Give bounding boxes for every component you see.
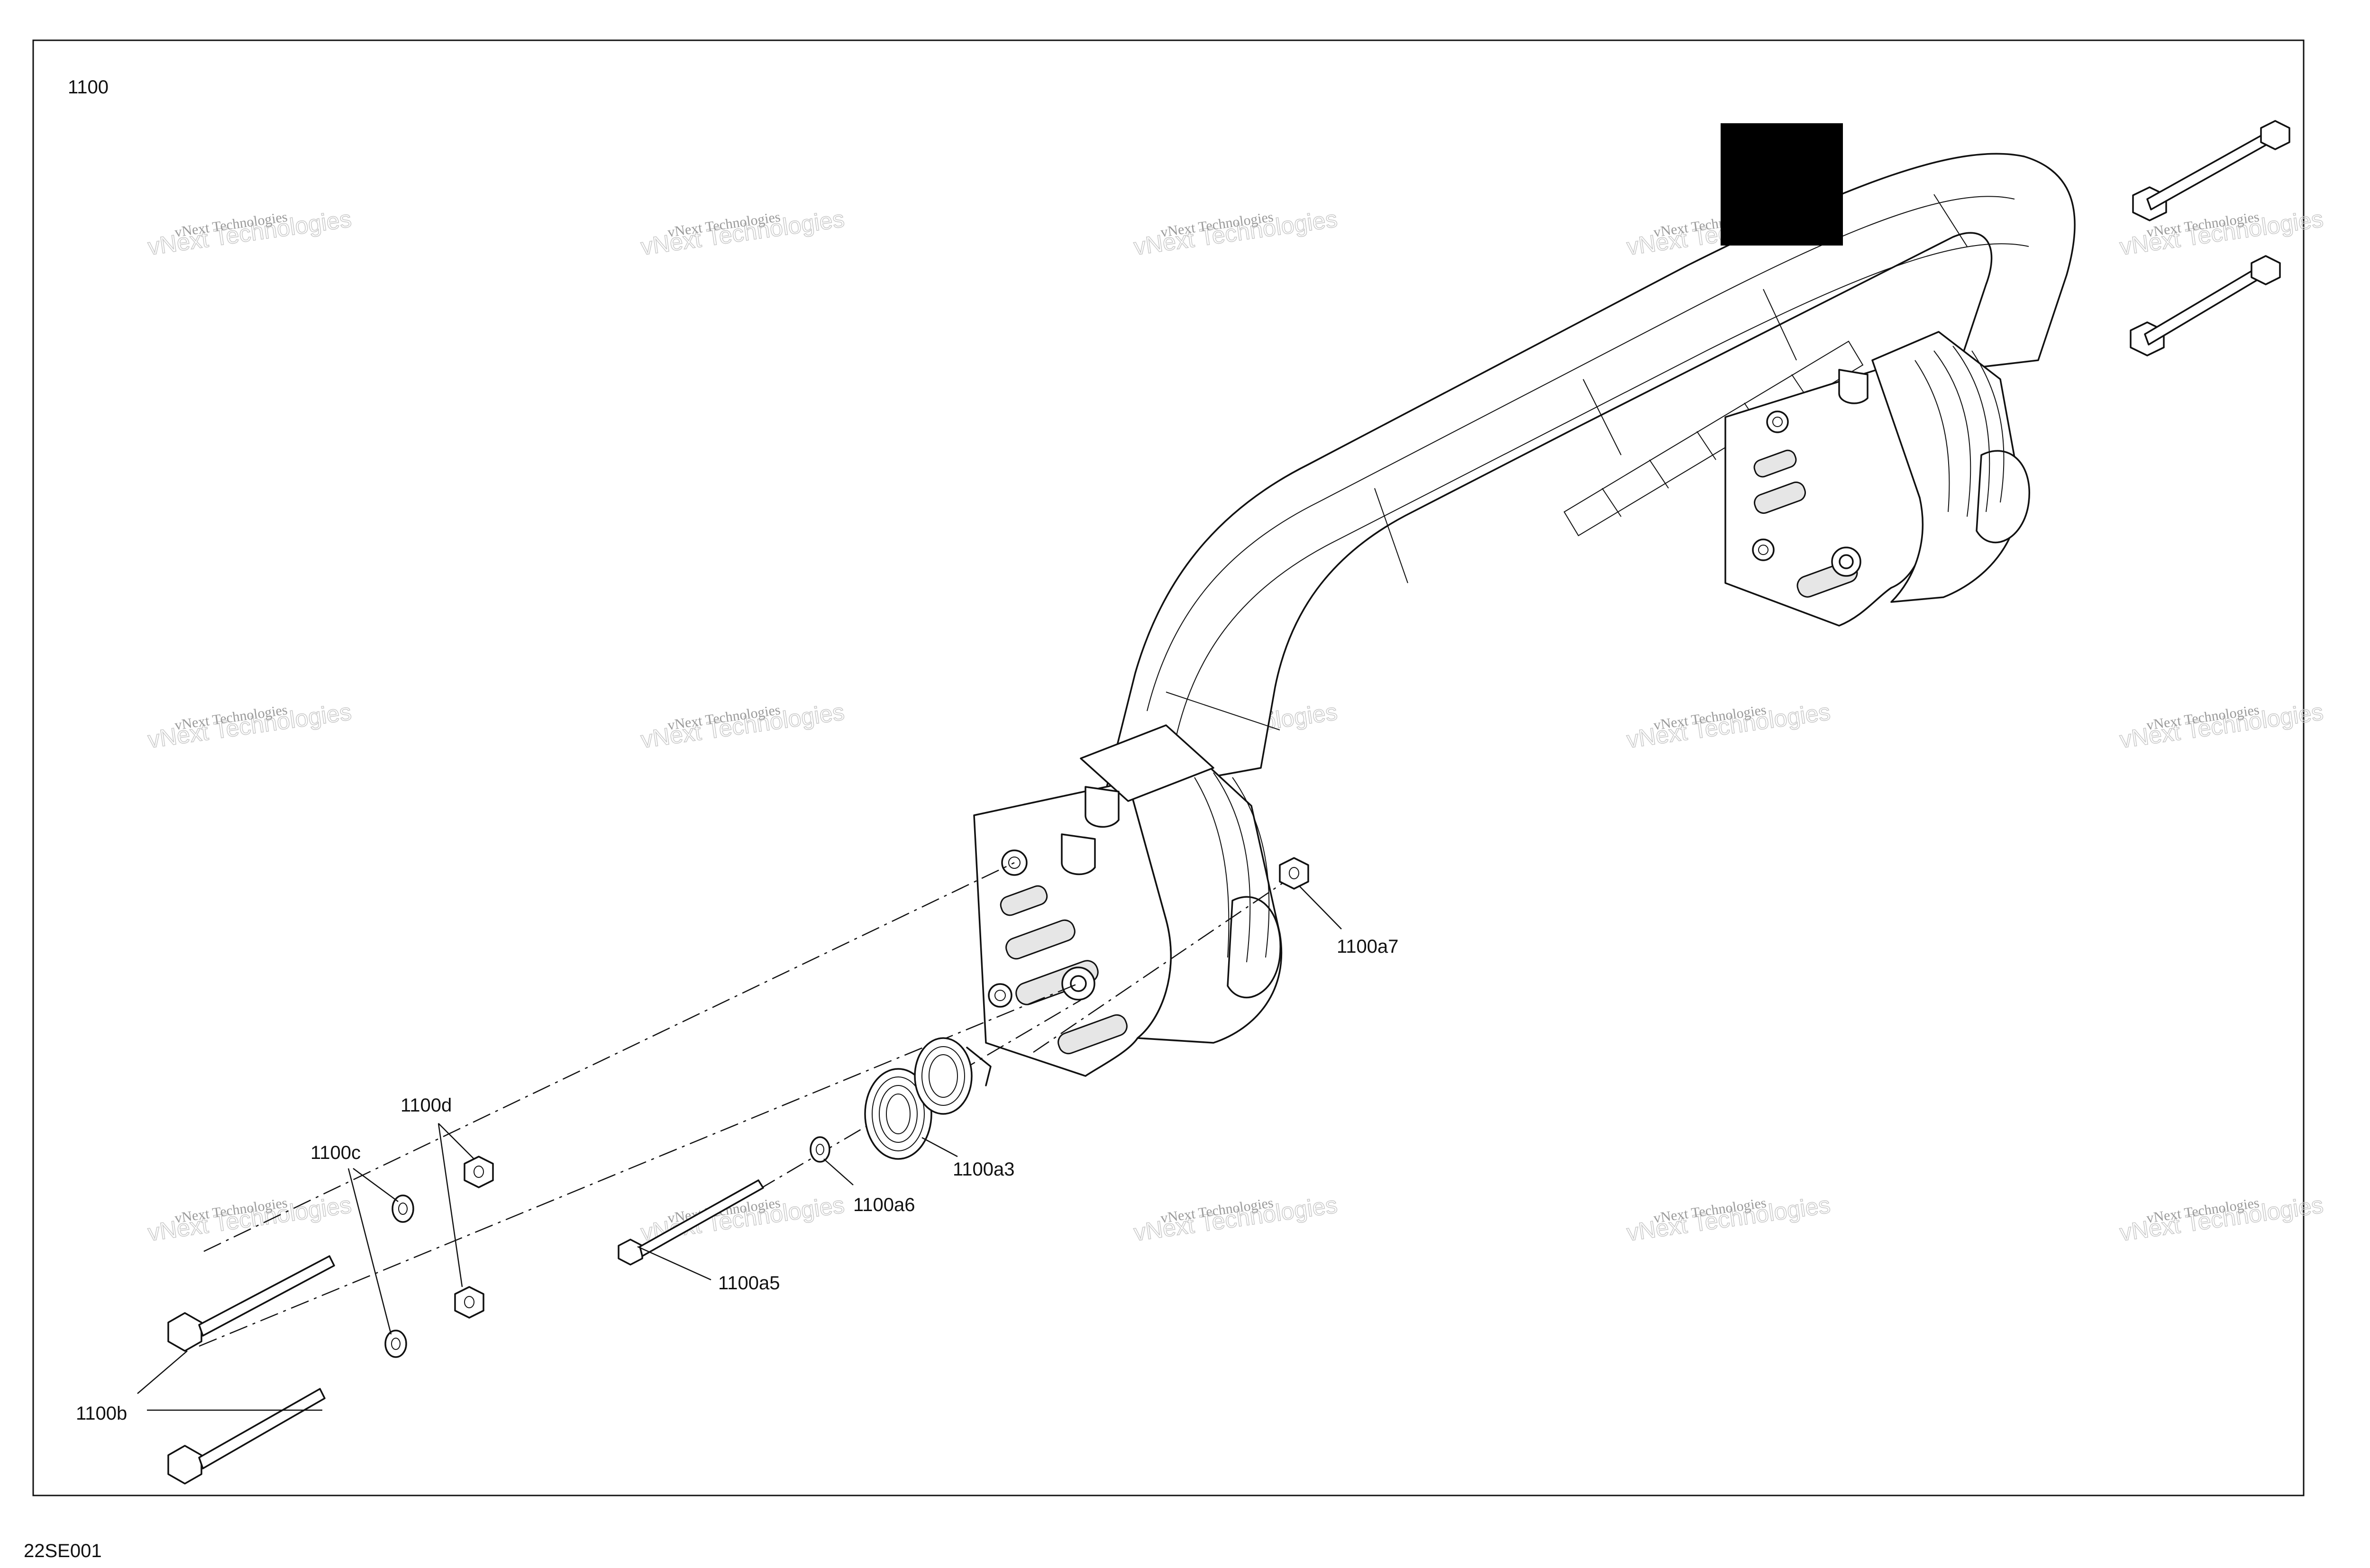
- spring-a3: [864, 1037, 992, 1160]
- nut-d-lower: [454, 1286, 484, 1319]
- right-bracket: [1724, 331, 2030, 627]
- nut-d-upper: [464, 1156, 494, 1188]
- callout-1100a3: 1100a3: [953, 1159, 1015, 1180]
- bolt-lower: [167, 1388, 326, 1485]
- washer-c-lower: [384, 1330, 407, 1358]
- washer-c-upper: [392, 1194, 414, 1223]
- drawing-code: 22SE001: [24, 1541, 102, 1561]
- bolt-upper-right-2: [2130, 255, 2281, 356]
- callout-1100a5: 1100a5: [718, 1273, 780, 1294]
- callout-1100a7: 1100a7: [1337, 936, 1399, 957]
- drawing-frame: [32, 39, 2305, 1496]
- washer-a6: [810, 1136, 830, 1163]
- handle-bar: [1103, 153, 2076, 797]
- pin-a5: [618, 1179, 764, 1266]
- left-bracket: [973, 724, 1283, 1077]
- bolt-upper: [167, 1255, 335, 1352]
- callout-1100b: 1100b: [76, 1403, 127, 1424]
- callout-1100d: 1100d: [401, 1095, 452, 1116]
- section-number: 1100: [68, 77, 109, 98]
- redaction-block: [1721, 123, 1843, 246]
- callout-1100a6: 1100a6: [853, 1194, 915, 1215]
- bolt-upper-right-1: [2132, 120, 2290, 221]
- callout-1100c: 1100c: [310, 1142, 361, 1163]
- nut-a7: [1279, 857, 1309, 890]
